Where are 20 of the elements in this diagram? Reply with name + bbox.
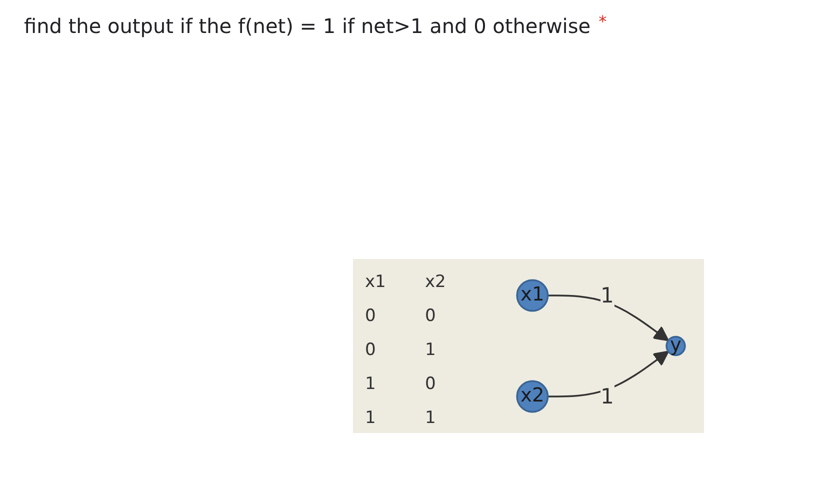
node-circle — [516, 279, 549, 312]
required-mark: * — [598, 12, 607, 31]
figure-background: x1 x2 0 0 0 1 1 0 1 1 1 1 x1 x2 y — [353, 259, 704, 433]
question-text: find the output if the f(net) = 1 if net>1 and 0 otherwise — [24, 14, 591, 38]
table-value: 1 — [425, 339, 437, 362]
arrow — [548, 350, 669, 398]
table-value: 0 — [425, 373, 437, 396]
table-value: 0 — [365, 339, 377, 362]
column-header: x2 — [425, 271, 447, 294]
table-value: 0 — [425, 305, 437, 328]
edge-label: 1 — [600, 283, 614, 308]
table-value: 1 — [425, 407, 437, 430]
arrow — [548, 294, 669, 342]
column-header: x1 — [365, 271, 387, 294]
table-value: 1 — [365, 407, 377, 430]
node-circle — [666, 336, 686, 356]
edge-label: 1 — [600, 384, 614, 409]
node-circle — [516, 380, 549, 413]
table-value: 0 — [365, 305, 377, 328]
table-value: 1 — [365, 373, 377, 396]
